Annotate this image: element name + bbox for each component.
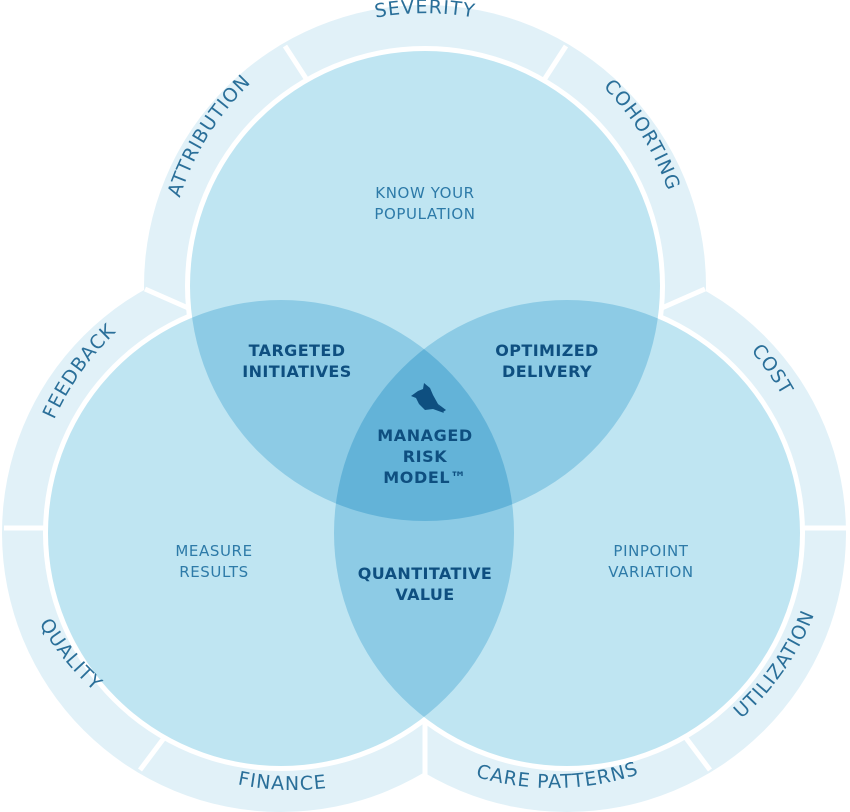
circle-labels: KNOW YOUR POPULATION MEASURE RESULTS PIN… <box>175 184 693 581</box>
bird-icon <box>411 383 446 413</box>
overlap-top-right-line2: DELIVERY <box>502 362 592 381</box>
overlap-labels: TARGETED INITIATIVES OPTIMIZED DELIVERY … <box>242 341 598 604</box>
center-label: MANAGED RISK MODEL™ <box>377 383 473 487</box>
overlap-top-right-line1: OPTIMIZED <box>495 341 598 360</box>
ring-separators <box>4 44 846 812</box>
circle-right-line1: PINPOINT <box>613 542 688 560</box>
overlap-bottom-line1: QUANTITATIVE <box>358 564 493 583</box>
circle-top-line2: POPULATION <box>374 205 475 223</box>
overlap-center <box>334 300 514 521</box>
overlap-bottom-line2: VALUE <box>395 585 454 604</box>
circle-top-line1: KNOW YOUR <box>375 184 474 202</box>
circle-right-line2: VARIATION <box>608 563 694 581</box>
circle-left-line1: MEASURE <box>175 542 252 560</box>
circle-left-line2: RESULTS <box>179 563 249 581</box>
center-line2: RISK <box>403 447 448 466</box>
overlap-top-left-line2: INITIATIVES <box>242 362 351 381</box>
overlaps <box>190 300 660 766</box>
overlap-top-left-line1: TARGETED <box>249 341 346 360</box>
center-line1: MANAGED <box>377 426 473 445</box>
center-line3: MODEL™ <box>383 468 467 487</box>
